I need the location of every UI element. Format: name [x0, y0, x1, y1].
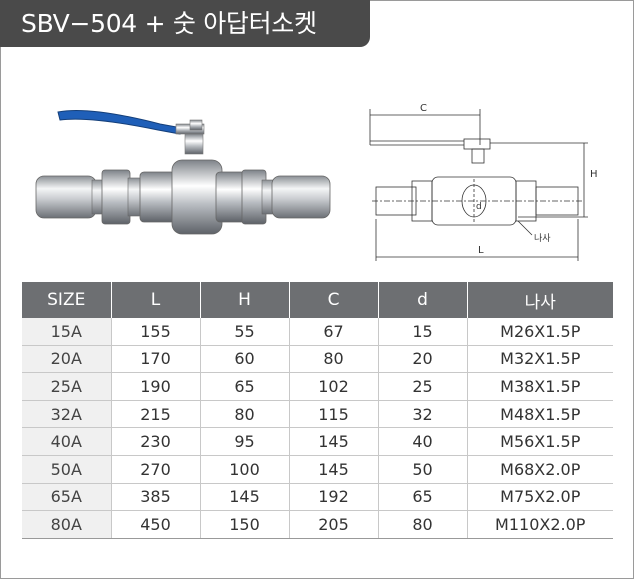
cell-size: 50A	[22, 455, 111, 484]
cell-h: 95	[199, 427, 289, 456]
cell-d: 25	[377, 372, 467, 401]
label-c: C	[420, 103, 427, 114]
cell-c: 67	[288, 318, 378, 346]
table-row: 15A 155 55 67 15 M26X1.5P	[22, 318, 613, 346]
cell-thread: M38X1.5P	[466, 372, 613, 401]
cell-thread: M48X1.5P	[466, 400, 613, 429]
table-row: 65A 385 145 192 65 M75X2.0P	[22, 483, 613, 512]
cell-d: 15	[377, 318, 467, 346]
cell-l: 190	[110, 372, 200, 401]
page-title: SBV−504 + 숫 아답터소켓	[0, 0, 370, 47]
header-d: d	[377, 282, 467, 318]
cell-thread: M68X2.0P	[466, 455, 613, 484]
cell-c: 102	[288, 372, 378, 401]
cell-d: 65	[377, 483, 467, 512]
cell-l: 230	[110, 427, 200, 456]
cell-h: 145	[199, 483, 289, 512]
table-row: 80A 450 150 205 80 M110X2.0P	[22, 510, 613, 539]
cell-c: 205	[288, 510, 378, 539]
cell-c: 145	[288, 427, 378, 456]
header-size: SIZE	[22, 282, 111, 318]
cell-d: 50	[377, 455, 467, 484]
cell-l: 155	[110, 318, 200, 346]
cell-l: 170	[110, 345, 200, 374]
cell-l: 270	[110, 455, 200, 484]
header-l: L	[110, 282, 200, 318]
label-thread: 나사	[534, 233, 551, 244]
cell-c: 145	[288, 455, 378, 484]
cell-h: 150	[199, 510, 289, 539]
cell-h: 55	[199, 318, 289, 346]
cell-thread: M26X1.5P	[466, 318, 613, 346]
table-row: 40A 230 95 145 40 M56X1.5P	[22, 427, 613, 456]
cell-size: 15A	[22, 318, 111, 346]
cell-d: 40	[377, 427, 467, 456]
cell-size: 32A	[22, 400, 111, 429]
label-l: L	[478, 245, 484, 256]
header-h: H	[199, 282, 289, 318]
cell-d: 32	[377, 400, 467, 429]
cell-l: 215	[110, 400, 200, 429]
cell-c: 192	[288, 483, 378, 512]
valve-dimension-drawing: C H d L 나사	[369, 103, 598, 261]
cell-size: 20A	[22, 345, 111, 374]
table-row: 25A 190 65 102 25 M38X1.5P	[22, 372, 613, 401]
header-thread: 나사	[466, 282, 613, 318]
cell-thread: M32X1.5P	[466, 345, 613, 374]
label-d: d	[476, 202, 482, 212]
table-row: 32A 215 80 115 32 M48X1.5P	[22, 400, 613, 429]
cell-c: 115	[288, 400, 378, 429]
cell-d: 20	[377, 345, 467, 374]
cell-size: 40A	[22, 427, 111, 456]
header-c: C	[288, 282, 378, 318]
cell-h: 60	[199, 345, 289, 374]
cell-size: 25A	[22, 372, 111, 401]
cell-l: 450	[110, 510, 200, 539]
cell-size: 65A	[22, 483, 111, 512]
table-row: 50A 270 100 145 50 M68X2.0P	[22, 455, 613, 484]
valve-product-photo	[35, 110, 331, 235]
table-header-row: SIZE L H C d 나사	[22, 282, 613, 318]
cell-h: 80	[199, 400, 289, 429]
cell-d: 80	[377, 510, 467, 539]
cell-thread: M56X1.5P	[466, 427, 613, 456]
cell-h: 100	[199, 455, 289, 484]
table-row: 20A 170 60 80 20 M32X1.5P	[22, 345, 613, 374]
cell-c: 80	[288, 345, 378, 374]
cell-h: 65	[199, 372, 289, 401]
cell-size: 80A	[22, 510, 111, 539]
label-h: H	[590, 169, 598, 180]
cell-thread: M110X2.0P	[466, 510, 613, 539]
cell-thread: M75X2.0P	[466, 483, 613, 512]
spec-table: SIZE L H C d 나사 15A 155 55 67 15 M26X1.5…	[22, 282, 613, 539]
cell-l: 385	[110, 483, 200, 512]
